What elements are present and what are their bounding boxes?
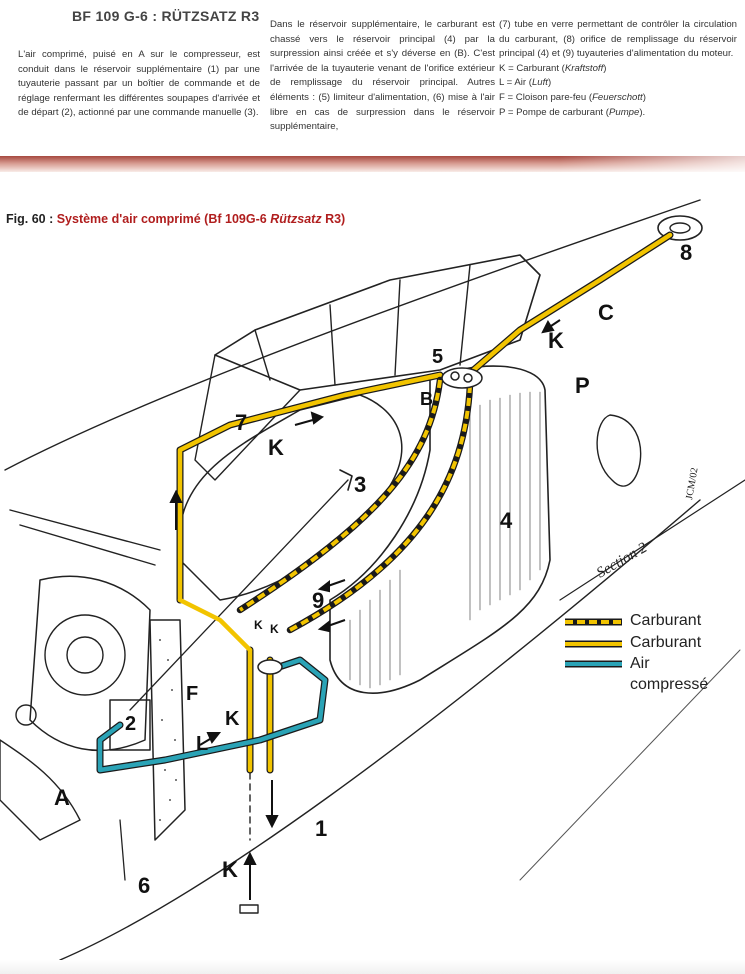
legend-key-f: F = Cloison pare-feu (Feuerschott) bbox=[499, 91, 646, 103]
figure-caption: Fig. 60 : Système d'air comprimé (Bf 109… bbox=[6, 212, 346, 226]
text-column-1: L'air comprimé, puisé en A sur le compre… bbox=[18, 48, 260, 121]
label-l: L bbox=[196, 733, 208, 755]
engine-bearer bbox=[9, 509, 161, 566]
legend-key-p: P = Pompe de carburant (Pumpe). bbox=[499, 106, 646, 118]
legend-label-carburant-dashed: Carburant bbox=[630, 612, 702, 629]
label-k-c: K bbox=[548, 328, 564, 353]
label-k-7: K bbox=[268, 435, 284, 460]
legend-label-carburant: Carburant bbox=[630, 634, 702, 651]
label-4: 4 bbox=[500, 508, 513, 533]
fuel-pipe-lower bbox=[177, 597, 253, 653]
paragraph: (7) tube en verre permettant de contrôle… bbox=[499, 19, 737, 60]
firewall bbox=[149, 619, 186, 841]
label-8: 8 bbox=[680, 240, 692, 265]
paragraph: L'air comprimé, puisé en A sur le compre… bbox=[18, 49, 260, 119]
fuselage-bottom-line bbox=[59, 499, 701, 960]
fuel-line-9-b bbox=[289, 384, 472, 632]
fuel-pipe-7 bbox=[177, 372, 443, 603]
page-title: BF 109 G-6 : RÜTZSATZ R3 bbox=[72, 8, 260, 24]
section-line bbox=[559, 479, 745, 601]
label-7: 7 bbox=[235, 410, 247, 435]
legend-label-air: Air bbox=[630, 655, 650, 672]
label-6: 6 bbox=[138, 873, 150, 898]
label-f: F bbox=[186, 683, 198, 705]
decorative-band bbox=[0, 156, 745, 172]
fuel-limiter bbox=[441, 367, 483, 389]
section-label: Section 2 bbox=[594, 540, 650, 582]
label-k-bottom: K bbox=[222, 857, 238, 882]
fuel-pipe-c bbox=[459, 232, 673, 383]
compressor bbox=[29, 575, 151, 752]
valve-box bbox=[109, 699, 151, 751]
inspection-hatch bbox=[596, 414, 642, 487]
legend-key-k: K = Carburant (Kraftstoff) bbox=[499, 62, 607, 74]
signature: JCM/02 bbox=[684, 467, 700, 501]
label-b: B bbox=[420, 389, 433, 409]
legend-key-l: L = Air (Luft) bbox=[499, 77, 552, 89]
text-column-3: (7) tube en verre permettant de contrôle… bbox=[499, 18, 737, 120]
footer-strip bbox=[0, 960, 745, 974]
control-rod bbox=[129, 479, 349, 711]
filler-cap-lower bbox=[239, 904, 259, 914]
label-3: 3 bbox=[354, 472, 366, 497]
label-a: A bbox=[54, 785, 70, 810]
intake-a bbox=[0, 739, 81, 841]
compressor-wheel bbox=[44, 614, 126, 696]
main-fuel-tank bbox=[329, 365, 551, 694]
legend-label-compresse: compressé bbox=[630, 676, 709, 693]
legend bbox=[565, 618, 622, 668]
filler-cap-8 bbox=[657, 215, 703, 241]
label-k-air: K bbox=[225, 708, 240, 730]
air-pipe-l bbox=[97, 657, 328, 773]
label-p: P bbox=[575, 373, 590, 398]
paragraph: Dans le réservoir supplémentaire, le car… bbox=[270, 19, 495, 133]
fuselage-top-line bbox=[4, 199, 701, 471]
label-9: 9 bbox=[312, 588, 324, 613]
label-5: 5 bbox=[432, 346, 443, 368]
fuel-line-9-a bbox=[238, 379, 442, 612]
fuel-system-diagram: 8 C K 5 B P 7 K 3 4 9 K K F 2 K L A 1 K … bbox=[0, 199, 745, 960]
text-column-2: Dans le réservoir supplémentaire, le car… bbox=[270, 18, 495, 135]
label-2: 2 bbox=[125, 713, 136, 735]
canopy-frame bbox=[214, 254, 541, 391]
label-k-small-1: K bbox=[254, 618, 263, 632]
junction-valve bbox=[257, 659, 283, 675]
label-1: 1 bbox=[315, 816, 327, 841]
label-c: C bbox=[598, 300, 614, 325]
label-k-small-2: K bbox=[270, 622, 279, 636]
vent-pipe bbox=[119, 819, 126, 881]
